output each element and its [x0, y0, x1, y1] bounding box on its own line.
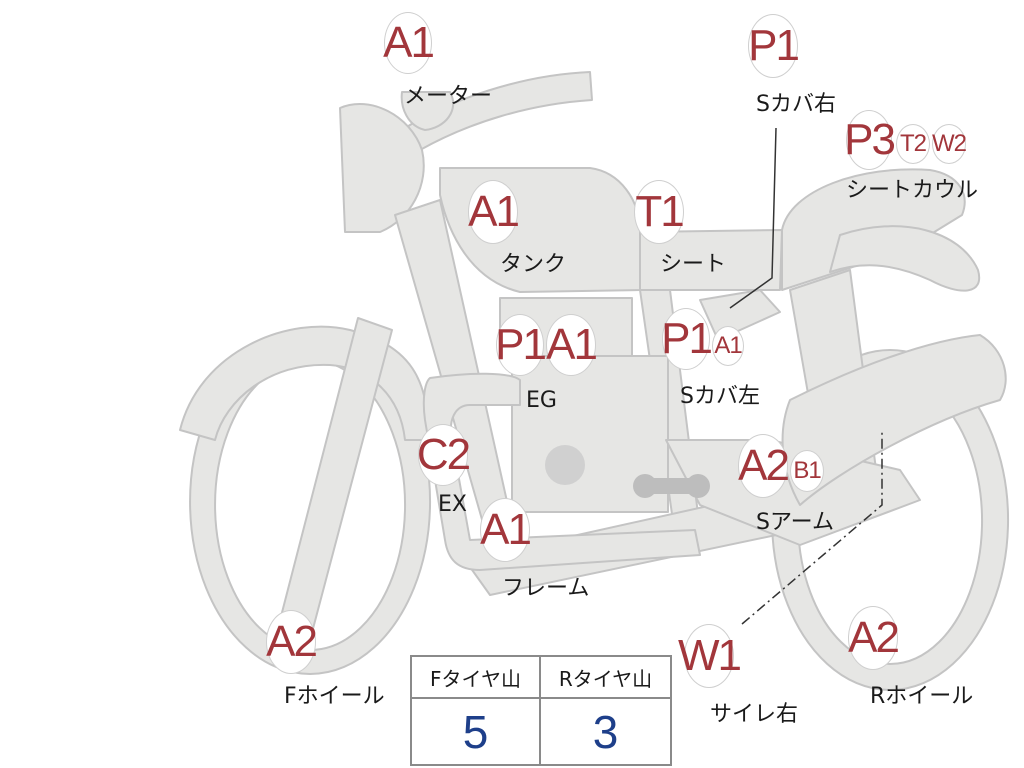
seat-cowl-label: シートカウル — [846, 178, 979, 203]
front-tread-header: Fタイヤ山 — [412, 657, 541, 699]
exhaust-label: EX — [438, 492, 467, 517]
front-wheel-grade-badge: A2 — [266, 610, 318, 674]
rear-tread-header: Rタイヤ山 — [541, 657, 670, 699]
engine-grade-badge-2: A1 — [546, 314, 598, 376]
front-wheel-label: Fホイール — [284, 684, 385, 709]
seat-cowl-grade-badge-3: W2 — [932, 124, 967, 164]
silencer-right-grade-badge: W1 — [678, 624, 742, 688]
swing-arm-grade-badge-1: A2 — [738, 434, 790, 498]
silencer — [781, 334, 1007, 506]
leader-silencer-right — [741, 430, 883, 625]
side-cover-left-grade-badge-1: P1 — [661, 308, 713, 370]
side-cover-left-grade-badge-2: A1 — [712, 326, 744, 366]
engine-label: EG — [526, 388, 557, 413]
tire-tread-table: Fタイヤ山 Rタイヤ山 5 3 — [410, 655, 672, 766]
headlight — [339, 103, 425, 233]
side-cover-right-label: Sカバ右 — [756, 92, 836, 117]
rear-fender — [829, 225, 981, 292]
rear-wheel-grade-badge: A2 — [848, 606, 900, 670]
tank-grade-badge: A1 — [468, 180, 520, 244]
meter-grade-badge: A1 — [383, 12, 435, 74]
seat-grade-badge: T1 — [634, 180, 685, 244]
swing-arm-label: Sアーム — [756, 510, 834, 535]
seat-label: シート — [660, 252, 727, 277]
engine-dot — [545, 445, 585, 485]
frame-grade-badge: A1 — [480, 498, 532, 562]
meter-label: メーター — [404, 84, 493, 109]
meter — [400, 91, 455, 131]
tank-label: タンク — [500, 252, 567, 277]
seat-cowl-grade-badge-1: P3 — [844, 110, 896, 170]
silencer-right-label: サイレ右 — [710, 702, 799, 727]
side-cover-left-label: Sカバ左 — [680, 384, 760, 409]
handlebar — [404, 71, 593, 151]
engine-grade-badge-1: P1 — [495, 314, 547, 376]
swing-arm-grade-badge-2: B1 — [790, 450, 824, 492]
leader-side-cover-right — [729, 127, 777, 309]
rear-wheel-label: Rホイール — [870, 684, 974, 709]
seat — [639, 229, 783, 291]
frame-label: フレーム — [502, 576, 590, 601]
rear-tread-value: 3 — [592, 705, 619, 758]
front-tread-value: 5 — [412, 699, 541, 764]
exhaust-grade-badge: C2 — [417, 424, 471, 486]
side-cover-right-grade-badge: P1 — [748, 14, 800, 78]
seat-cowl-grade-badge-2: T2 — [896, 124, 930, 164]
exhaust-pipe — [422, 372, 701, 571]
